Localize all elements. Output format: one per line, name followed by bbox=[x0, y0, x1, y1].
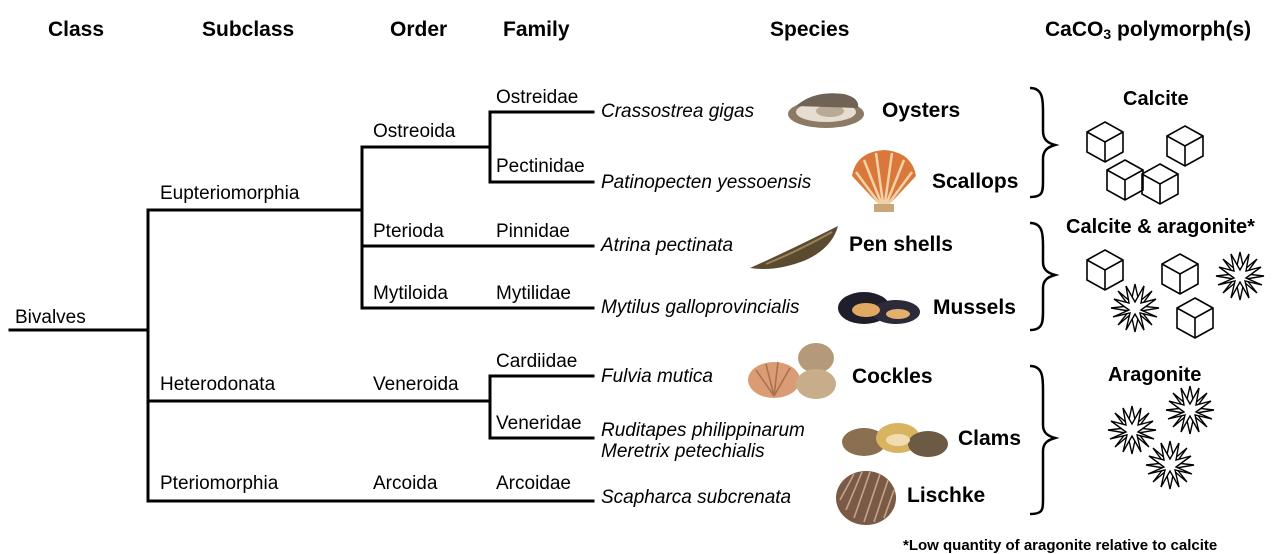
header-order: Order bbox=[390, 19, 447, 40]
header-polymorph: CaCO3 polymorph(s) bbox=[1045, 19, 1251, 40]
calcite-crystal-icon bbox=[1142, 164, 1178, 204]
order-label: Arcoida bbox=[373, 474, 437, 493]
common-name: Scallops bbox=[932, 171, 1018, 192]
aragonite-crystal-icon bbox=[1111, 284, 1159, 332]
common-name: Oysters bbox=[882, 100, 960, 121]
species-name: Fulvia mutica bbox=[601, 367, 713, 386]
oyster-shell-image bbox=[784, 84, 866, 134]
aragonite-crystal-icon bbox=[1146, 441, 1194, 489]
species-name: Patinopecten yessoensis bbox=[601, 173, 811, 192]
aragonite-crystal-icon bbox=[1216, 252, 1264, 300]
family-label: Veneridae bbox=[496, 414, 582, 433]
header-species: Species bbox=[770, 19, 849, 40]
crystal-icons bbox=[1060, 110, 1281, 520]
calcite-crystal-icon bbox=[1167, 126, 1203, 166]
species-name: Atrina pectinata bbox=[601, 236, 733, 255]
order-label: Veneroida bbox=[373, 375, 459, 394]
species-name: Meretrix petechialis bbox=[601, 442, 765, 461]
family-label: Ostreidae bbox=[496, 88, 578, 107]
order-label: Pterioda bbox=[373, 222, 444, 241]
common-name: Clams bbox=[958, 428, 1021, 449]
header-subclass: Subclass bbox=[202, 19, 294, 40]
family-label: Arcoidae bbox=[496, 474, 571, 493]
class-label: Bivalves bbox=[15, 308, 86, 327]
species-name: Mytilus galloprovincialis bbox=[601, 298, 800, 317]
common-name: Cockles bbox=[852, 366, 933, 387]
mussel-shell-image bbox=[834, 282, 924, 334]
ark-clam-shell-image bbox=[832, 464, 900, 528]
species-name: Crassostrea gigas bbox=[601, 102, 754, 121]
calcite-crystal-icon bbox=[1107, 160, 1143, 200]
polymorph-label: Calcite bbox=[1123, 89, 1189, 109]
aragonite-crystal-icon bbox=[1166, 386, 1214, 434]
subclass-label: Heterodonata bbox=[160, 375, 275, 394]
order-label: Ostreoida bbox=[373, 122, 455, 141]
pen-shell-image bbox=[746, 222, 842, 274]
aragonite-crystal-icon bbox=[1108, 406, 1156, 454]
family-label: Cardiidae bbox=[496, 352, 577, 371]
header-class: Class bbox=[48, 19, 104, 40]
family-label: Mytilidae bbox=[496, 284, 571, 303]
calcite-crystal-icon bbox=[1087, 122, 1123, 162]
family-label: Pinnidae bbox=[496, 222, 570, 241]
clam-shell-image bbox=[840, 412, 952, 466]
family-label: Pectinidae bbox=[496, 157, 585, 176]
common-name: Pen shells bbox=[849, 234, 953, 255]
subclass-label: Pteriomorphia bbox=[160, 474, 278, 493]
common-name: Lischke bbox=[907, 485, 985, 506]
header-family: Family bbox=[503, 19, 570, 40]
species-name: Scapharca subcrenata bbox=[601, 488, 791, 507]
calcite-crystal-icon bbox=[1087, 250, 1123, 290]
footnote: *Low quantity of aragonite relative to c… bbox=[903, 538, 1217, 553]
order-label: Mytiloida bbox=[373, 284, 448, 303]
cockle-shell-image bbox=[744, 340, 844, 402]
calcite-crystal-icon bbox=[1177, 298, 1213, 338]
calcite-crystal-icon bbox=[1162, 254, 1198, 294]
scallop-shell-image bbox=[846, 146, 922, 216]
species-name: Ruditapes philippinarum bbox=[601, 421, 805, 440]
subclass-label: Eupteriomorphia bbox=[160, 184, 299, 203]
common-name: Mussels bbox=[933, 297, 1016, 318]
